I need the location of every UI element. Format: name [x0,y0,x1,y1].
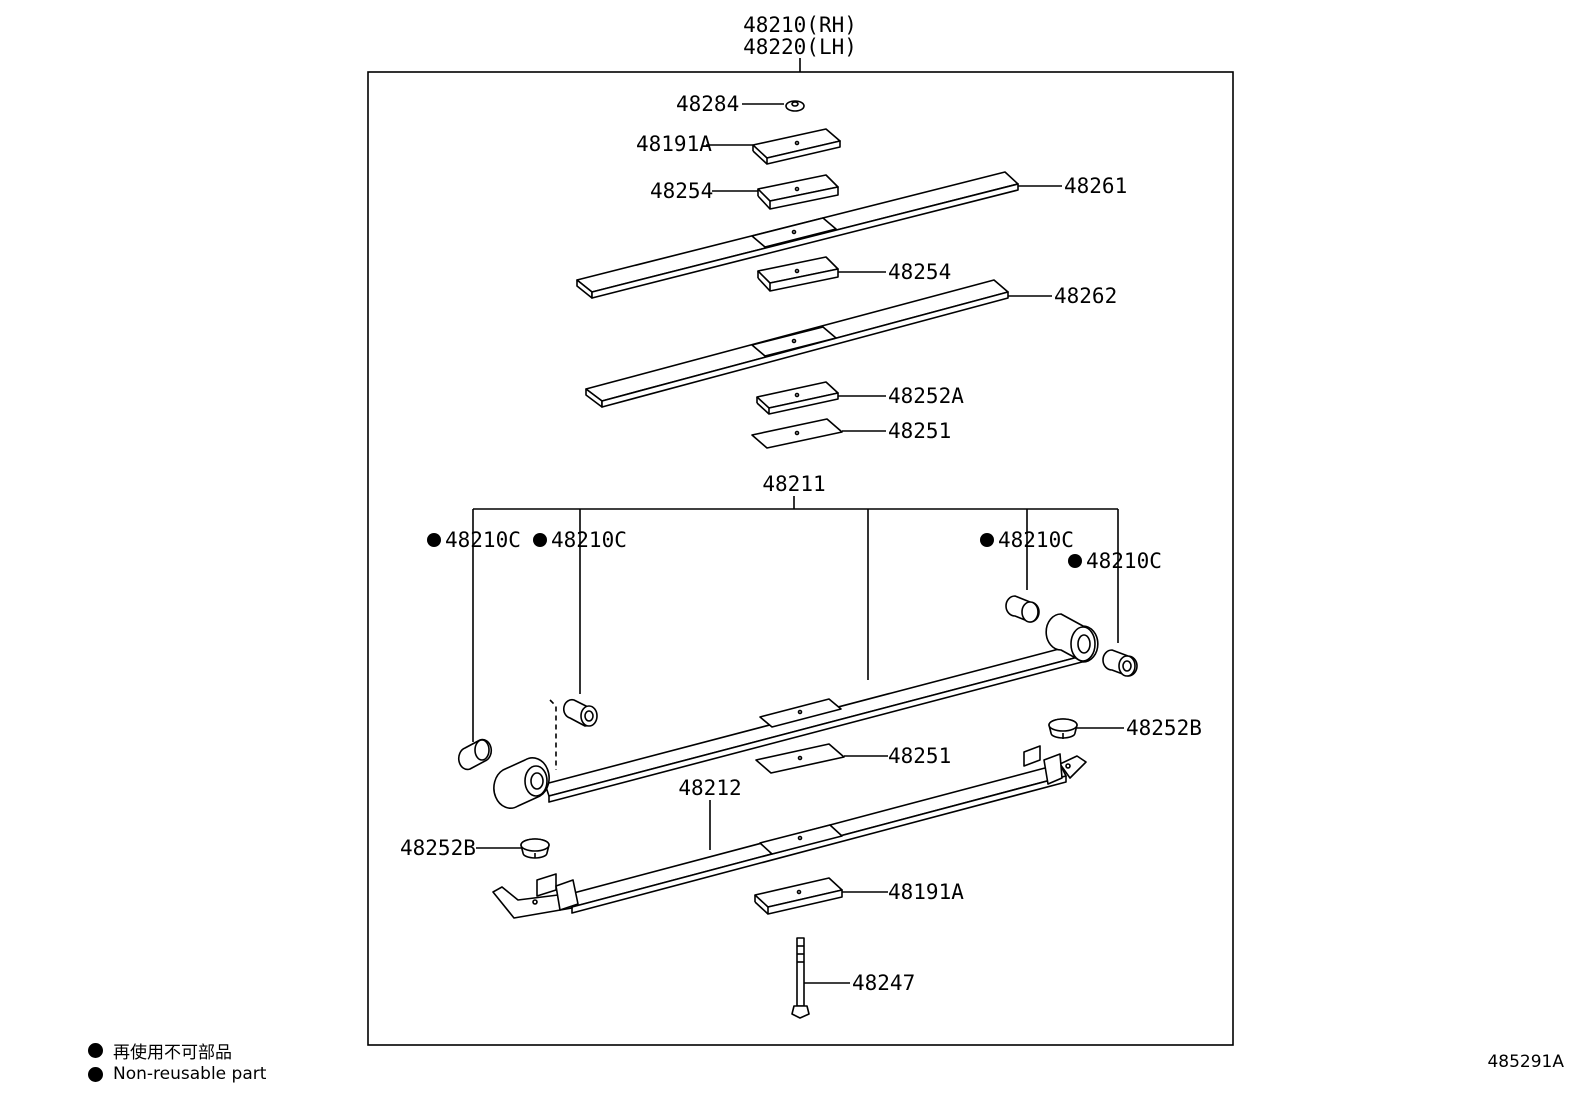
nut-part [785,100,805,112]
bumper-right-part [1048,718,1078,739]
bumper-left-label: 48252B [400,836,476,860]
legend-en: Non-reusable part [88,1064,266,1084]
main-leaf-label: 48211 [762,472,825,496]
bullet-icon [88,1043,103,1058]
bumper-right-label: 48252B [1126,716,1202,740]
spacer-top-label: 48254 [650,179,713,203]
legend-jp-text: 再使用不可部品 [113,1043,232,1063]
leaf-48212-part [492,745,1087,919]
bush-2-label: 48210C [551,528,627,552]
pad-bottom-label: 48191A [888,880,964,904]
non-reusable-bullet-3 [980,533,994,547]
plate-251-low-label: 48251 [888,744,951,768]
bumper-left-part [520,838,550,859]
nut-label: 48284 [676,92,739,116]
legend-en-text: Non-reusable part [113,1064,267,1084]
non-reusable-bullet-4 [1068,554,1082,568]
diagram-code: 485291A [1487,1052,1564,1072]
pad-top-label: 48191A [636,132,712,156]
main-leaf-part [493,613,1099,809]
non-reusable-bullet-2 [533,533,547,547]
bush-3-label: 48210C [998,528,1074,552]
bullet-icon [88,1066,103,1082]
bush-4-label: 48210C [1086,549,1162,573]
bush-1-label: 48210C [445,528,521,552]
assy-rh-label: 48210(RH) [743,13,857,37]
spacer-mid-label: 48254 [888,260,951,284]
spacer-mid-part [757,256,839,292]
pad-top-part [752,128,841,165]
pad-252a-label: 48252A [888,384,964,408]
plate-251-top-part [751,418,843,449]
center-bolt-part [791,937,810,1019]
leaf-48262-part [585,279,1009,408]
bushing-left-outer [457,738,493,771]
plate-251-top-label: 48251 [888,419,951,443]
pad-252a-part [756,381,839,415]
assy-lh-label: 48220(LH) [743,35,857,59]
pad-bottom-part [754,877,843,915]
bushing-left-inner [562,698,598,727]
leaf-48261-label: 48261 [1064,174,1127,198]
plate-251-low-part [755,743,845,774]
leaf-48262-label: 48262 [1054,284,1117,308]
bushing-right-outer [1102,649,1138,677]
bushing-right-inner [1005,595,1040,623]
assembly-dashed-line [549,699,557,770]
bolt-label: 48247 [852,971,915,995]
spacer-top-part [757,174,839,210]
non-reusable-bullet-1 [427,533,441,547]
legend-jp: 再使用不可部品 [88,1038,232,1063]
leaf-48261-part [576,171,1019,299]
leaf-212-label: 48212 [678,776,741,800]
